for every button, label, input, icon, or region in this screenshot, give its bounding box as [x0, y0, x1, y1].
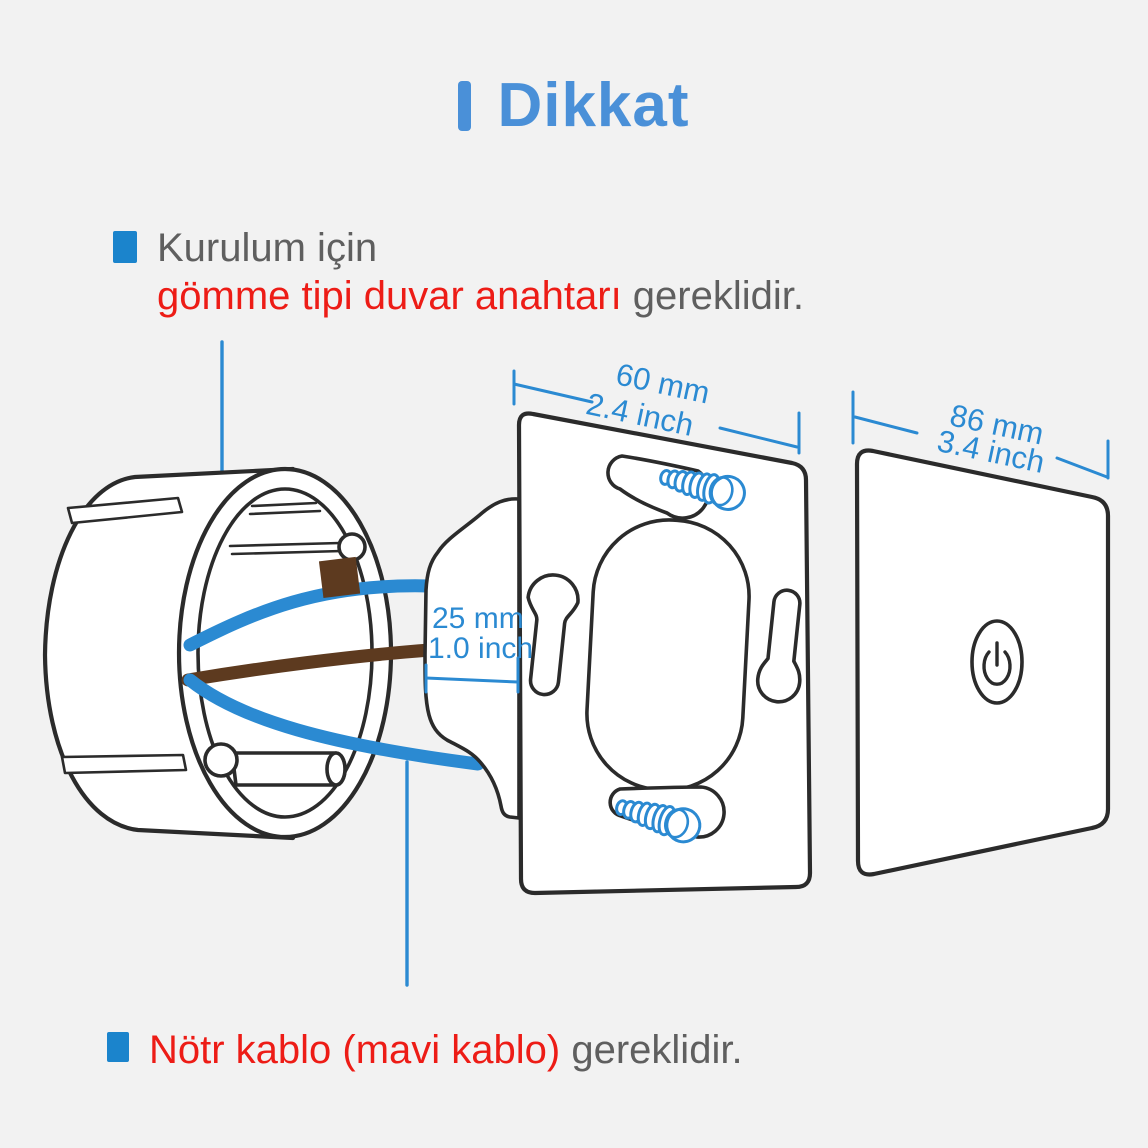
- frame-center-opening: [585, 518, 751, 792]
- title-accent-bar-icon: [458, 80, 472, 131]
- note-highlight: gömme tipi duvar anahtarı: [157, 274, 622, 318]
- dimension-frame-width: 60 mm 2.4 inch: [512, 357, 801, 455]
- note-line-2: gömme tipi duvar anahtarı gereklidir.: [157, 272, 804, 320]
- screw-boss-bottom: [203, 742, 239, 778]
- wire-terminal-block: [318, 556, 361, 599]
- note-flush-switch-required: Kurulum için gömme tipi duvar anahtarı g…: [113, 224, 804, 320]
- switch-module: [423, 497, 521, 820]
- screw-boss-top: [337, 532, 367, 562]
- dimension-box-depth: 25 mm 1.0 inch: [424, 602, 533, 694]
- keyhole-slot-right: [755, 588, 802, 704]
- switch-module-body: [423, 497, 521, 820]
- neutral-wire-top: [183, 579, 437, 652]
- keyhole-slot-left: [526, 573, 580, 697]
- wall-box-knockout-top: [66, 496, 184, 525]
- note-text: Nötr kablo (mavi kablo) gereklidir.: [149, 1026, 743, 1074]
- faceplate: [854, 448, 1111, 877]
- neutral-wire-bottom: [183, 673, 485, 771]
- bullet-square-icon: [107, 1032, 129, 1062]
- conduit-tube-cap: [325, 751, 347, 787]
- power-icon: [970, 619, 1024, 705]
- note-line-1: Kurulum için: [157, 226, 378, 270]
- bullet-square-icon: [113, 231, 137, 263]
- live-wire: [181, 643, 437, 687]
- page-header: Dikkat: [0, 70, 1148, 141]
- dimension-box-depth-inch: 1.0 inch: [428, 632, 533, 665]
- note-neutral-wire-required: Nötr kablo (mavi kablo) gereklidir.: [107, 1026, 743, 1074]
- note-highlight: Nötr kablo (mavi kablo): [149, 1028, 561, 1072]
- page-title: Dikkat: [497, 71, 690, 140]
- note-rest: gereklidir.: [560, 1028, 743, 1072]
- note-rest: gereklidir.: [621, 274, 804, 318]
- note-text: Kurulum için gömme tipi duvar anahtarı g…: [157, 224, 804, 320]
- dimension-box-depth-mm: 25 mm: [432, 602, 524, 635]
- wires: [181, 556, 485, 771]
- mounting-frame: [516, 411, 813, 896]
- wall-box-knockout-bottom: [60, 753, 188, 775]
